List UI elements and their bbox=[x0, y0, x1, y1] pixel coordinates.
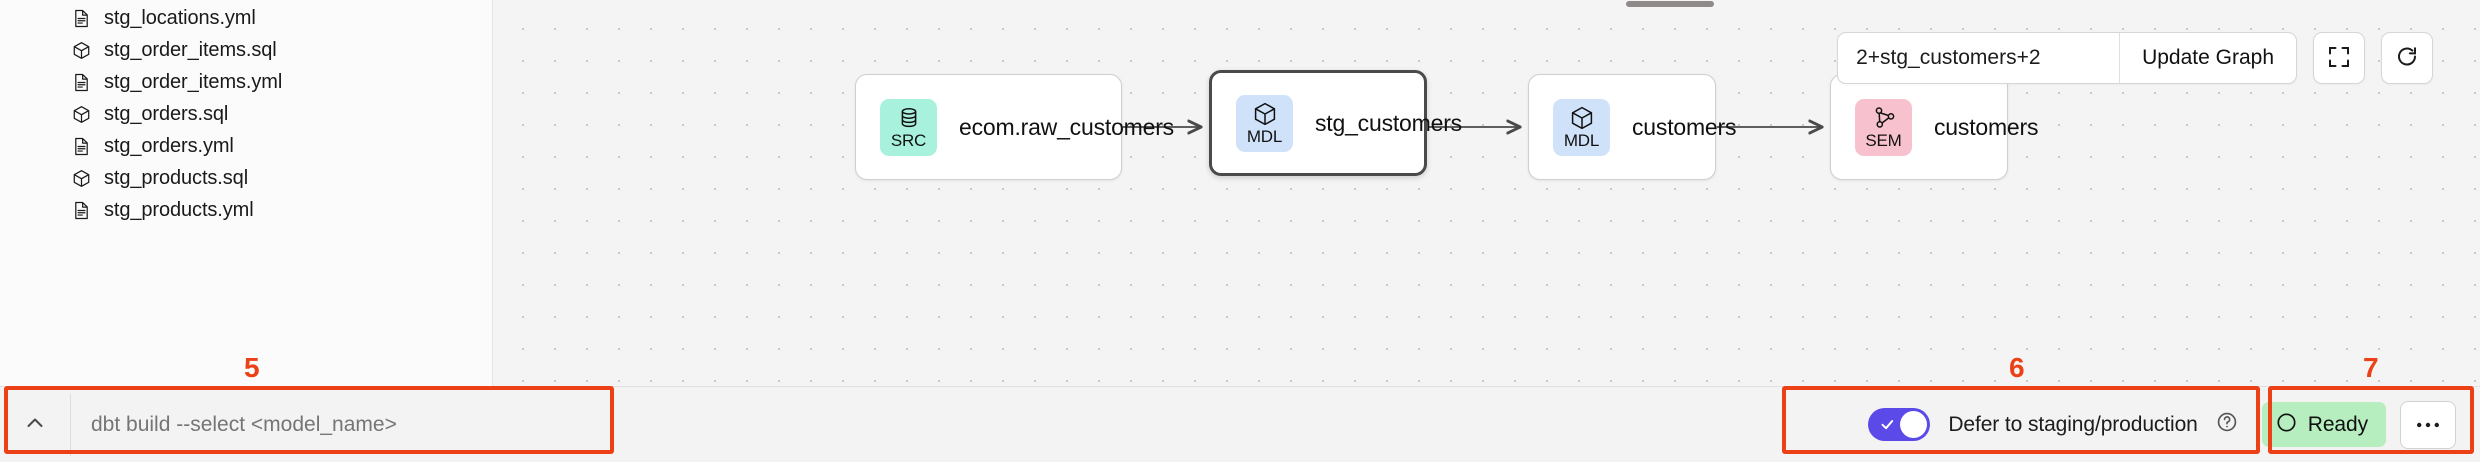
node-title: ecom.raw_customers bbox=[959, 113, 1174, 140]
cube-sql-icon bbox=[72, 169, 91, 188]
graph-node[interactable]: MDL stg_customers bbox=[1209, 70, 1462, 176]
file-item-label: stg_orders.sql bbox=[104, 102, 229, 125]
toggle-knob bbox=[1900, 411, 1928, 438]
cube-sql-icon bbox=[72, 41, 91, 60]
more-options-button[interactable] bbox=[2400, 400, 2456, 449]
refresh-icon bbox=[2395, 45, 2419, 72]
file-item[interactable]: stg_order_items.sql bbox=[0, 34, 492, 66]
file-item-label: stg_products.yml bbox=[104, 198, 254, 221]
defer-toggle-zone: Defer to staging/production bbox=[1846, 387, 2261, 462]
horizontal-scrollbar-thumb[interactable] bbox=[1626, 1, 1714, 7]
file-item[interactable]: stg_orders.yml bbox=[0, 130, 492, 162]
check-icon bbox=[1880, 417, 1895, 437]
file-item-label: stg_order_items.sql bbox=[104, 38, 277, 61]
file-item-label: stg_locations.yml bbox=[104, 6, 256, 29]
lineage-graph-canvas[interactable]: Update Graph bbox=[493, 0, 2480, 386]
horizontal-scrollbar-track[interactable] bbox=[493, 0, 2480, 8]
graph-edges bbox=[1123, 0, 2480, 386]
graph-selector-input[interactable] bbox=[1838, 33, 2120, 83]
expand-icon bbox=[2327, 45, 2351, 72]
file-yml-icon bbox=[72, 137, 91, 156]
fullscreen-button[interactable] bbox=[2313, 32, 2365, 84]
node-title: customers bbox=[1632, 113, 1737, 140]
cube-icon bbox=[1252, 101, 1278, 127]
semantic-graph-icon bbox=[1871, 105, 1897, 131]
command-input-zone bbox=[0, 387, 492, 462]
file-item[interactable]: stg_products.yml bbox=[0, 194, 492, 226]
cube-icon bbox=[1569, 105, 1595, 131]
ellipsis-icon bbox=[2416, 417, 2440, 432]
defer-label: Defer to staging/production bbox=[1948, 412, 2198, 436]
refresh-graph-button[interactable] bbox=[2381, 32, 2433, 84]
file-explorer-sidebar[interactable]: stg_locations.yml stg_order_items.sql stg_… bbox=[0, 0, 493, 386]
status-zone: Ready bbox=[2261, 387, 2480, 462]
file-item[interactable]: stg_orders.sql bbox=[0, 98, 492, 130]
graph-node[interactable]: SRC ecom.raw_customers bbox=[855, 74, 1174, 180]
file-item-label: stg_products.sql bbox=[104, 166, 249, 189]
workspace-body: stg_locations.yml stg_order_items.sql stg_… bbox=[0, 0, 2480, 386]
node-badge-label: SEM bbox=[1865, 131, 1902, 150]
command-bar: Defer to staging/production Ready bbox=[0, 386, 2480, 462]
node-type-badge: MDL bbox=[1553, 98, 1610, 156]
node-badge-label: MDL bbox=[1563, 131, 1600, 150]
node-badge-label: MDL bbox=[1246, 127, 1283, 146]
file-yml-icon bbox=[72, 73, 91, 92]
file-item[interactable]: stg_locations.yml bbox=[0, 2, 492, 34]
database-icon bbox=[896, 105, 922, 131]
cube-sql-icon bbox=[72, 105, 91, 124]
status-badge[interactable]: Ready bbox=[2261, 402, 2386, 447]
command-divider bbox=[70, 393, 71, 456]
dbt-command-input[interactable] bbox=[71, 387, 492, 462]
graph-toolbar: Update Graph bbox=[1837, 32, 2433, 84]
update-graph-button[interactable]: Update Graph bbox=[2119, 33, 2296, 83]
file-item-label: stg_orders.yml bbox=[104, 134, 234, 157]
graph-selector-group: Update Graph bbox=[1837, 32, 2297, 84]
circle-icon bbox=[2276, 412, 2297, 438]
file-yml-icon bbox=[72, 201, 91, 220]
node-type-badge: SRC bbox=[880, 98, 937, 156]
file-item-label: stg_order_items.yml bbox=[104, 70, 283, 93]
node-type-badge: MDL bbox=[1236, 94, 1293, 152]
node-badge-label: SRC bbox=[890, 131, 927, 150]
graph-node[interactable]: SEM customers bbox=[1830, 74, 2038, 180]
file-yml-icon bbox=[72, 9, 91, 28]
question-circle-icon[interactable] bbox=[2216, 411, 2238, 438]
chevron-up-icon bbox=[24, 412, 46, 437]
collapse-panel-button[interactable] bbox=[0, 387, 70, 462]
node-type-badge: SEM bbox=[1855, 98, 1912, 156]
graph-node[interactable]: MDL customers bbox=[1528, 74, 1736, 180]
file-item[interactable]: stg_products.sql bbox=[0, 162, 492, 194]
status-label: Ready bbox=[2307, 412, 2368, 436]
file-item[interactable]: stg_order_items.yml bbox=[0, 66, 492, 98]
file-tree-list: stg_locations.yml stg_order_items.sql stg_… bbox=[0, 2, 492, 226]
node-title: stg_customers bbox=[1315, 109, 1462, 136]
node-title: customers bbox=[1934, 113, 2039, 140]
defer-toggle[interactable] bbox=[1868, 408, 1931, 441]
